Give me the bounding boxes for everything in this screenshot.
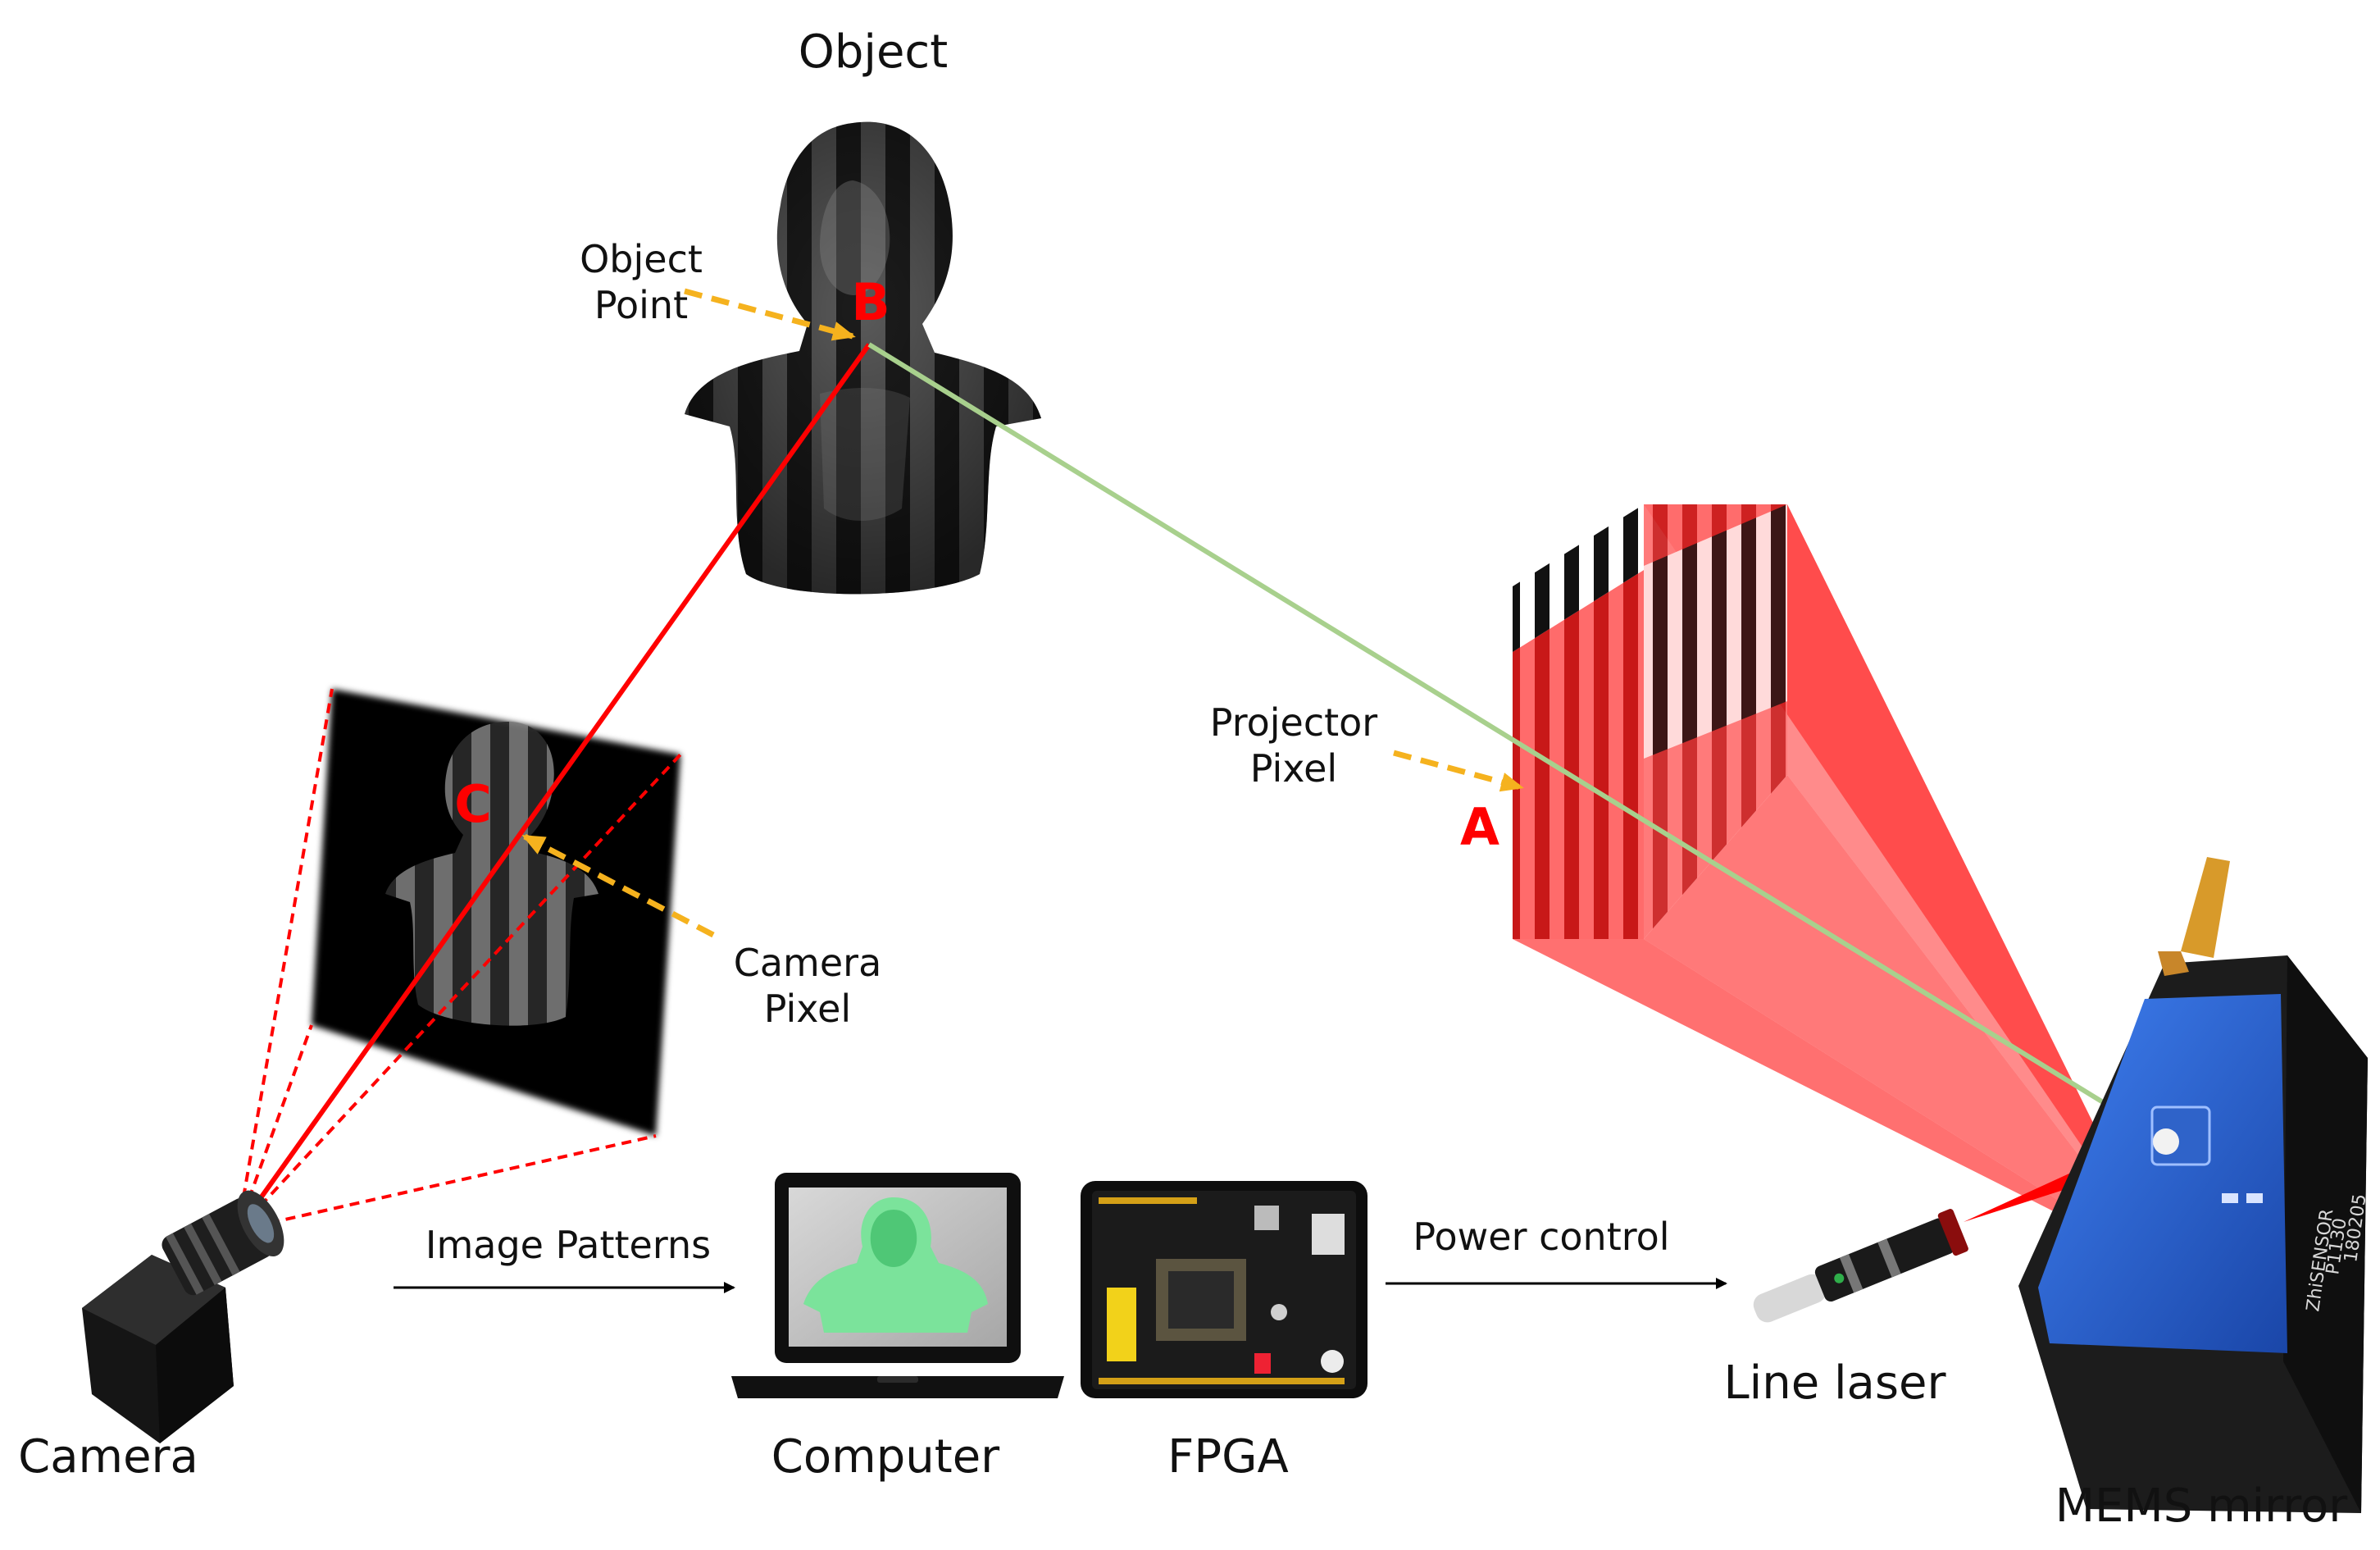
camera-pixel-label-line2: Pixel xyxy=(764,987,851,1031)
camera-pixel-label-line1: Camera xyxy=(734,941,882,985)
mems-mirror-label: MEMS mirror xyxy=(2055,1479,2349,1533)
line-laser xyxy=(1753,1209,1968,1323)
pointer-projector-pixel xyxy=(1393,750,1524,792)
mems-mirror-device: ZhiSENSOR P1130 180205 xyxy=(2018,857,2371,1513)
point-b-label: B xyxy=(851,272,890,332)
camera-image-plane xyxy=(312,689,680,1136)
computer-label: Computer xyxy=(771,1430,1000,1484)
pointer-camera-pixel xyxy=(521,833,715,938)
camera-label: Camera xyxy=(18,1430,198,1484)
point-a-label: A xyxy=(1460,797,1499,857)
projector-fringe-screen xyxy=(1513,504,1787,939)
projector-pixel-label-line2: Pixel xyxy=(1250,746,1337,791)
ray-camera-to-object xyxy=(235,343,871,1232)
point-c-label: C xyxy=(454,774,492,834)
fpga-board xyxy=(1081,1181,1367,1398)
pointer-object-point xyxy=(684,288,856,341)
line-laser-label: Line laser xyxy=(1723,1356,1946,1410)
object-point-label-line1: Object xyxy=(580,237,703,281)
object-label: Object xyxy=(799,25,948,79)
fpga-label: FPGA xyxy=(1167,1430,1289,1484)
object-bust xyxy=(685,121,1041,595)
computer-laptop xyxy=(731,1173,1064,1398)
object-point-label-line2: Point xyxy=(594,283,688,327)
projector-pixel-label-line1: Projector xyxy=(1210,700,1378,745)
ray-object-to-mems xyxy=(867,342,2166,1142)
camera-device xyxy=(82,1190,284,1443)
image-patterns-label: Image Patterns xyxy=(425,1223,711,1267)
power-control-label: Power control xyxy=(1413,1215,1669,1259)
